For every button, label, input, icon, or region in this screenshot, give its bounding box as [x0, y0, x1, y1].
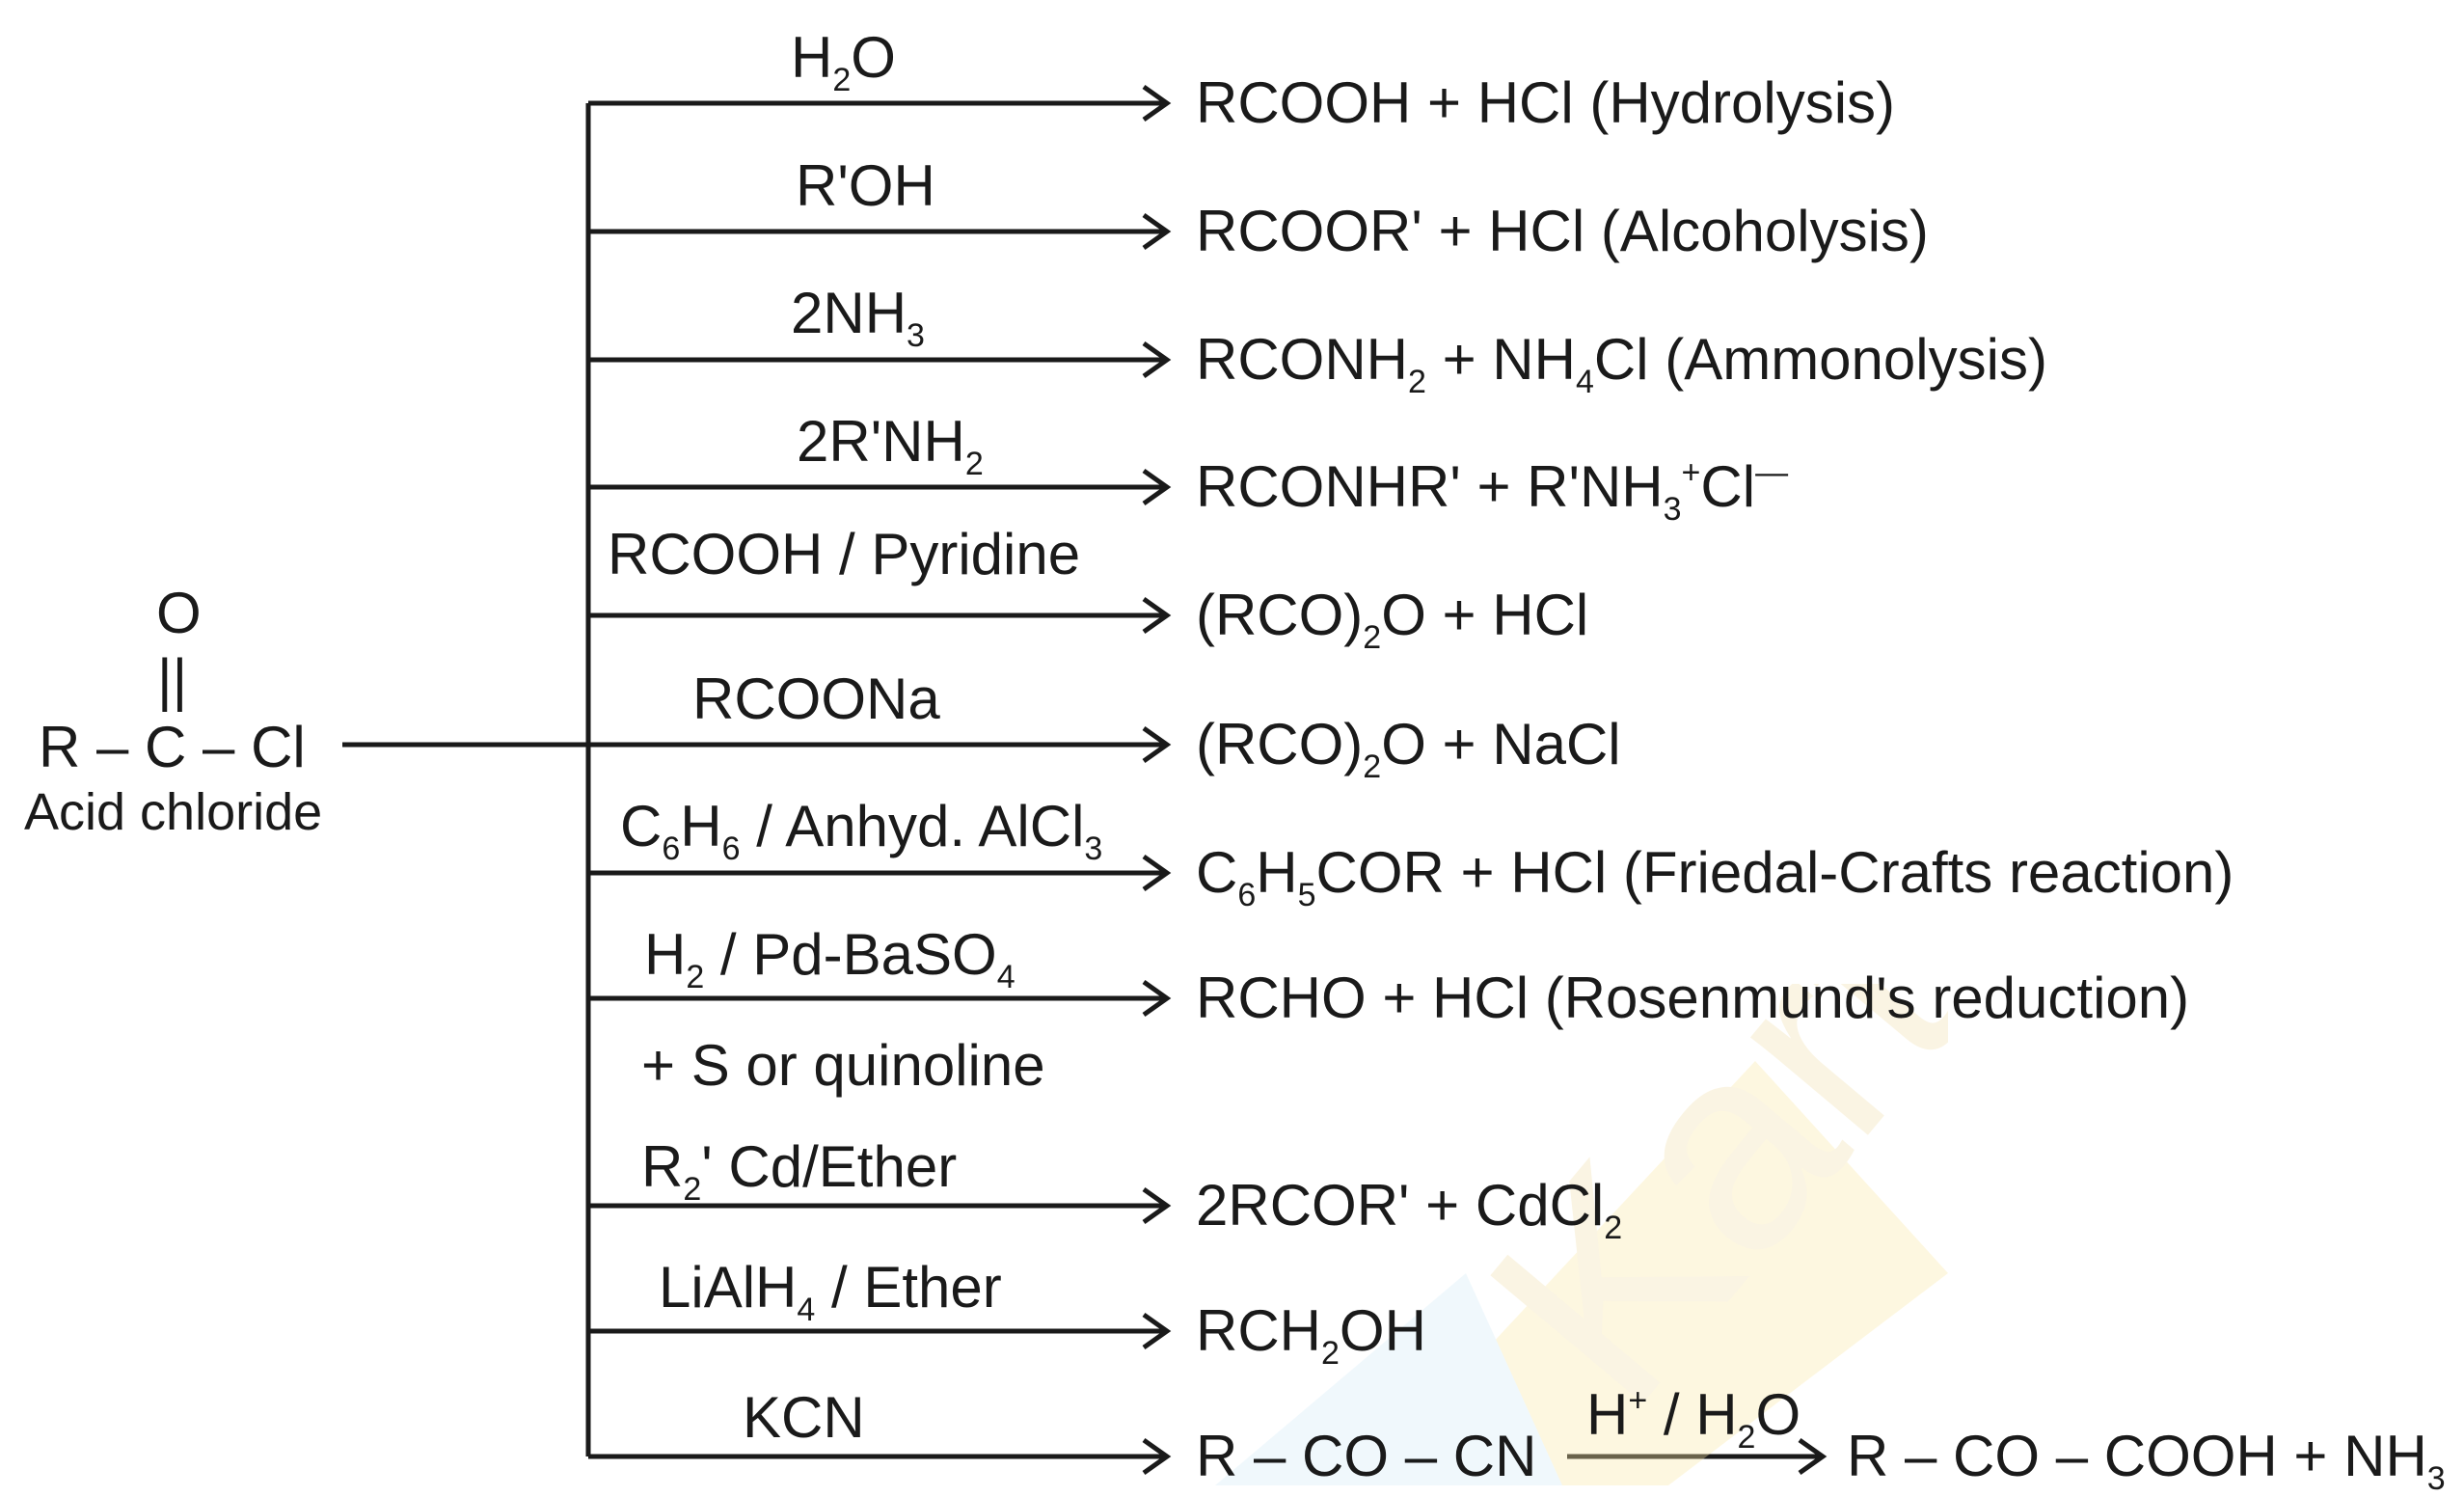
reaction-arrow-head-3	[1142, 340, 1172, 379]
reactant-formula: R – C – Cl	[39, 715, 306, 779]
reagent-label-6: RCOONa	[692, 667, 940, 731]
reaction-arrow-head-9	[1142, 1186, 1172, 1225]
product-label-1: RCOOH + HCl (Hydrolysis)	[1196, 70, 1896, 135]
reactant-double-bond: ||	[157, 647, 188, 712]
product-label-8: RCHO + HCl (Rosenmund's reduction)	[1196, 966, 2190, 1030]
product-label-6: (RCO)2O + NaCl	[1196, 712, 1621, 785]
second-reagent-label: H+ / H2O	[1586, 1382, 1801, 1456]
reactant-oxygen: O	[156, 581, 202, 645]
reaction-arrow-head-1	[1142, 84, 1172, 122]
reaction-arrow-head-10	[1142, 1312, 1172, 1350]
reagent-label-5: RCOOH / Pyridine	[608, 522, 1081, 586]
reagent-label-1: H2O	[791, 25, 896, 98]
second-product-label: R – CO – COOH + NH3	[1847, 1424, 2446, 1497]
reagent-label-10: LiAlH4 / Ether	[659, 1255, 1002, 1328]
product-label-9: 2RCOR' + CdCl2	[1196, 1173, 1623, 1246]
product-label-10: RCH2OH	[1196, 1298, 1426, 1372]
reagent-label-4: 2R'NH2	[797, 409, 984, 482]
reaction-arrow-head-5	[1142, 596, 1172, 635]
reagent-label-11: KCN	[743, 1385, 865, 1450]
product-label-4: RCONHR' + R'NH3+Cl—	[1196, 454, 1789, 528]
reagent-label-7: C6H6 / Anhyd. AlCl3	[620, 794, 1103, 867]
reaction-arrow-head-8	[1142, 979, 1172, 1018]
reagent-label-9: R2' Cd/Ether	[641, 1134, 958, 1208]
reagent-label-2: R'OH	[796, 153, 935, 218]
reaction-arrow-head-4	[1142, 468, 1172, 506]
reagent-label-3: 2NH3	[791, 281, 925, 354]
reactant-name: Acid chloride	[24, 783, 323, 841]
reaction-arrow-head-7	[1142, 854, 1172, 892]
reagent-label-8-line2: + S or quinoline	[641, 1033, 1045, 1098]
reaction-arrow-head-2	[1142, 212, 1172, 251]
reaction-arrow-head-11	[1142, 1437, 1172, 1476]
second-arrow-head	[1798, 1437, 1828, 1476]
product-label-3: RCONH2 + NH4Cl (Ammonolysis)	[1196, 327, 2047, 400]
reagent-label-8: H2 / Pd-BaSO4	[644, 922, 1015, 995]
product-label-7: C6H5COR + HCl (Friedal-Crafts reaction)	[1196, 840, 2234, 913]
product-label-5: (RCO)2O + HCl	[1196, 583, 1589, 656]
product-label-2: RCOOR' + HCl (Alcoholysis)	[1196, 199, 1929, 263]
product-label-11: R – CO – CN	[1196, 1424, 1537, 1488]
reaction-arrow-head-6	[1142, 725, 1172, 764]
